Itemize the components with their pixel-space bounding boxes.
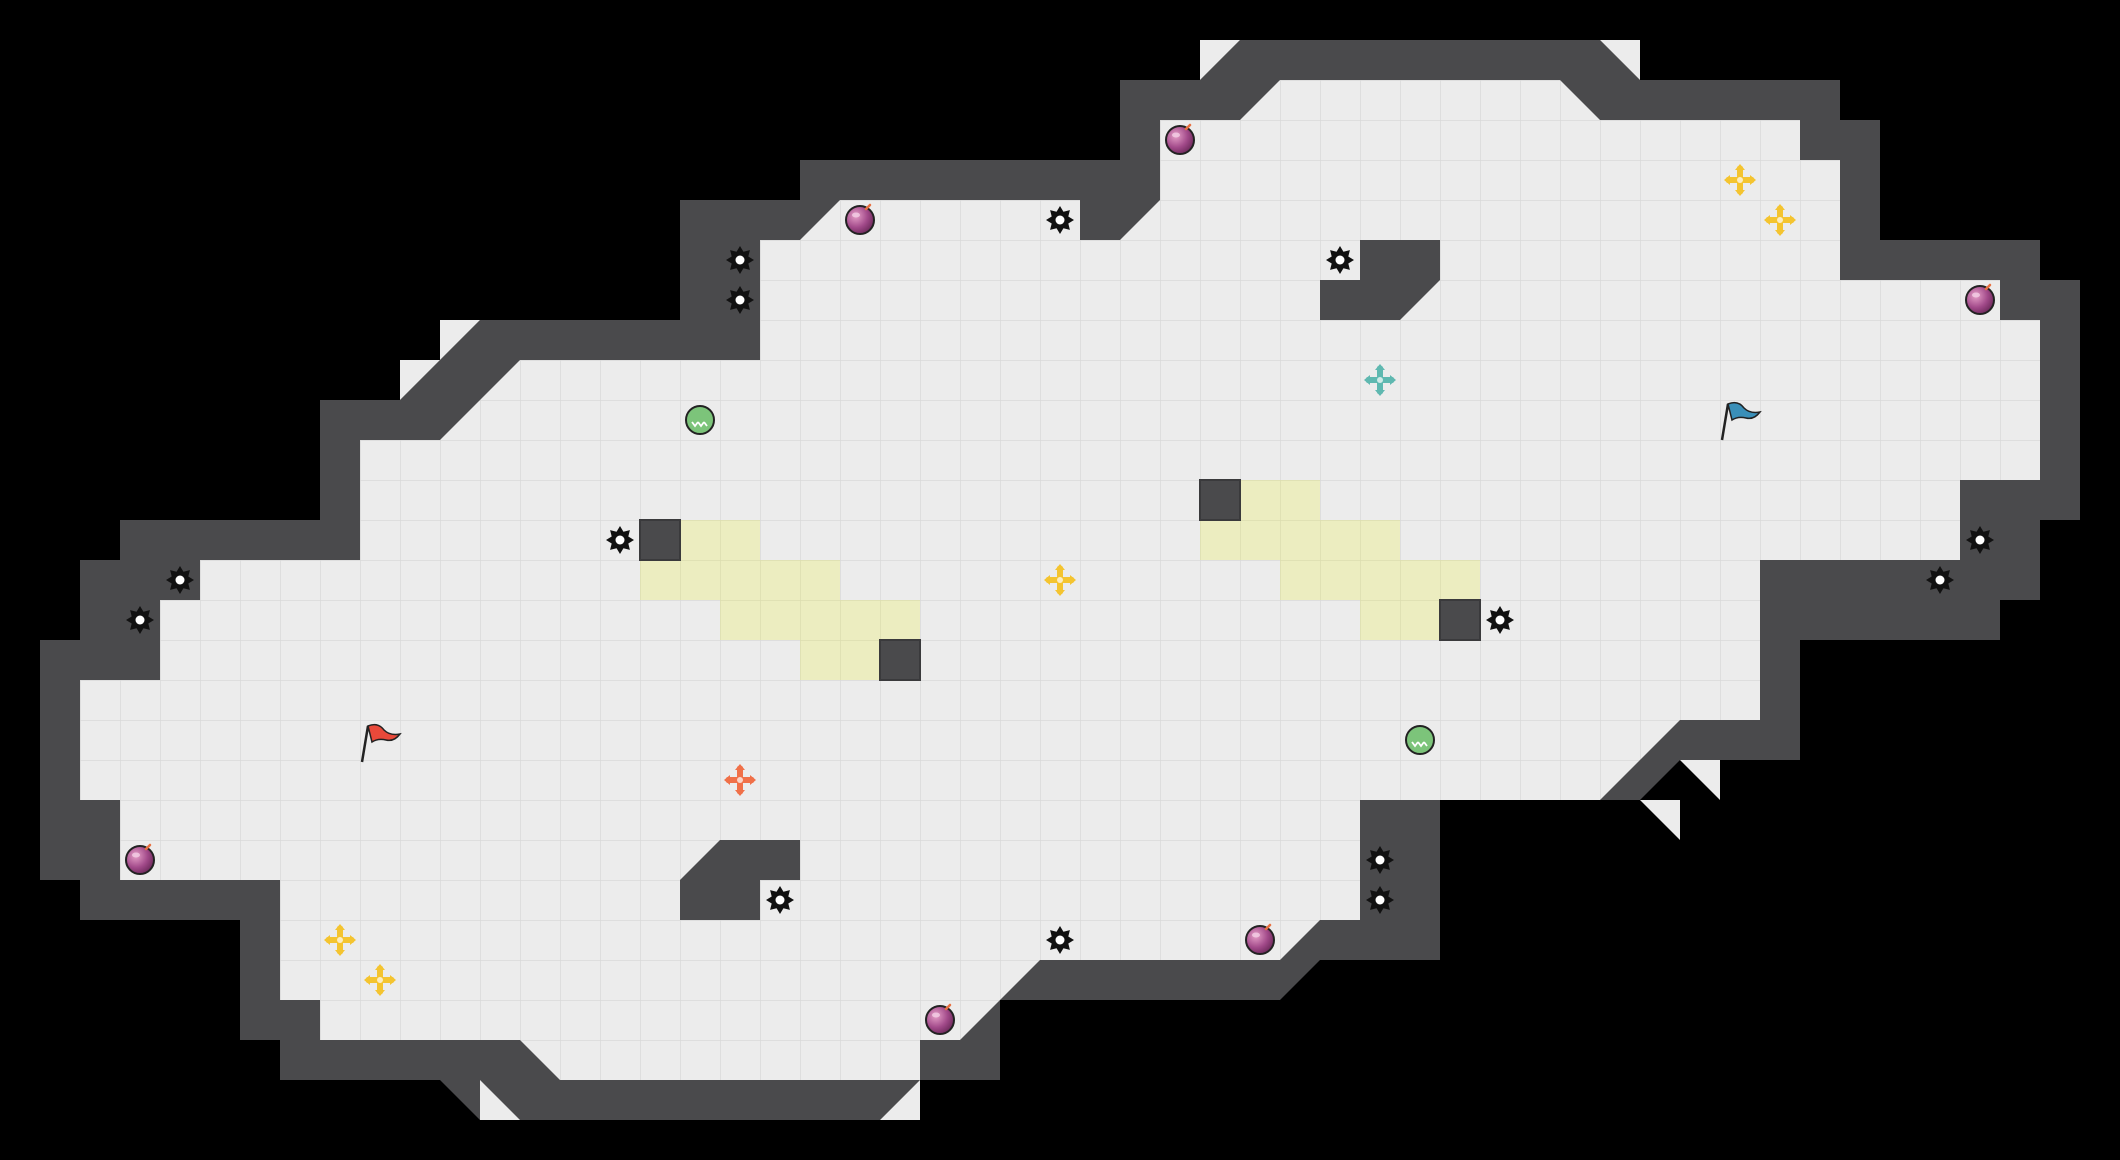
powerup-icon [1044, 564, 1076, 596]
bomb-icon [125, 843, 155, 875]
bomb-icon [1245, 923, 1275, 955]
spike-icon [1926, 566, 1954, 594]
spike-icon [126, 606, 154, 634]
yellow-zone-right [1200, 480, 1480, 640]
bomb-icon [1965, 283, 1995, 315]
powerup-icon [1764, 204, 1796, 236]
spike-icon [1046, 206, 1074, 234]
powerup-icon [1724, 164, 1756, 196]
boosts-layer [685, 405, 1435, 755]
spikes-layer [126, 206, 1994, 954]
boost-icon [685, 405, 715, 435]
bombs-layer [125, 123, 1995, 1035]
spike-icon [1326, 246, 1354, 274]
red-flag-icon [360, 723, 402, 763]
wall-block [879, 639, 921, 681]
wall-block [680, 840, 800, 920]
spike-icon [166, 566, 194, 594]
powerup-icon [1364, 364, 1396, 396]
wall-corner [480, 1080, 520, 1120]
wall-corner [1600, 40, 1640, 80]
wall-corner [1640, 800, 1680, 840]
yellow-zone-left [640, 520, 920, 680]
boost-icon [1405, 725, 1435, 755]
powerup-icon [724, 764, 756, 796]
powerups-layer [324, 164, 1796, 996]
wall-block [1439, 599, 1481, 641]
wall-corner [1200, 40, 1240, 80]
spike-icon [1966, 526, 1994, 554]
wall-corner [440, 320, 480, 360]
bomb-icon [925, 1003, 955, 1035]
wall-block [639, 519, 681, 561]
bomb-icon [845, 203, 875, 235]
wall-corner [1680, 760, 1720, 800]
spike-icon [1486, 606, 1514, 634]
wall-corner [400, 360, 440, 400]
spike-icon [766, 886, 794, 914]
wall-block [1320, 240, 1440, 320]
blue-flag-icon [1720, 401, 1762, 441]
spike-icon [1366, 846, 1394, 874]
spike-icon [606, 526, 634, 554]
bomb-icon [1165, 123, 1195, 155]
spike-icon [1046, 926, 1074, 954]
spike-icon [726, 286, 754, 314]
powerup-icon [324, 924, 356, 956]
wall-block [1199, 479, 1241, 521]
spike-icon [726, 246, 754, 274]
wall-corner [880, 1080, 920, 1120]
powerup-icon [364, 964, 396, 996]
spike-icon [1366, 886, 1394, 914]
